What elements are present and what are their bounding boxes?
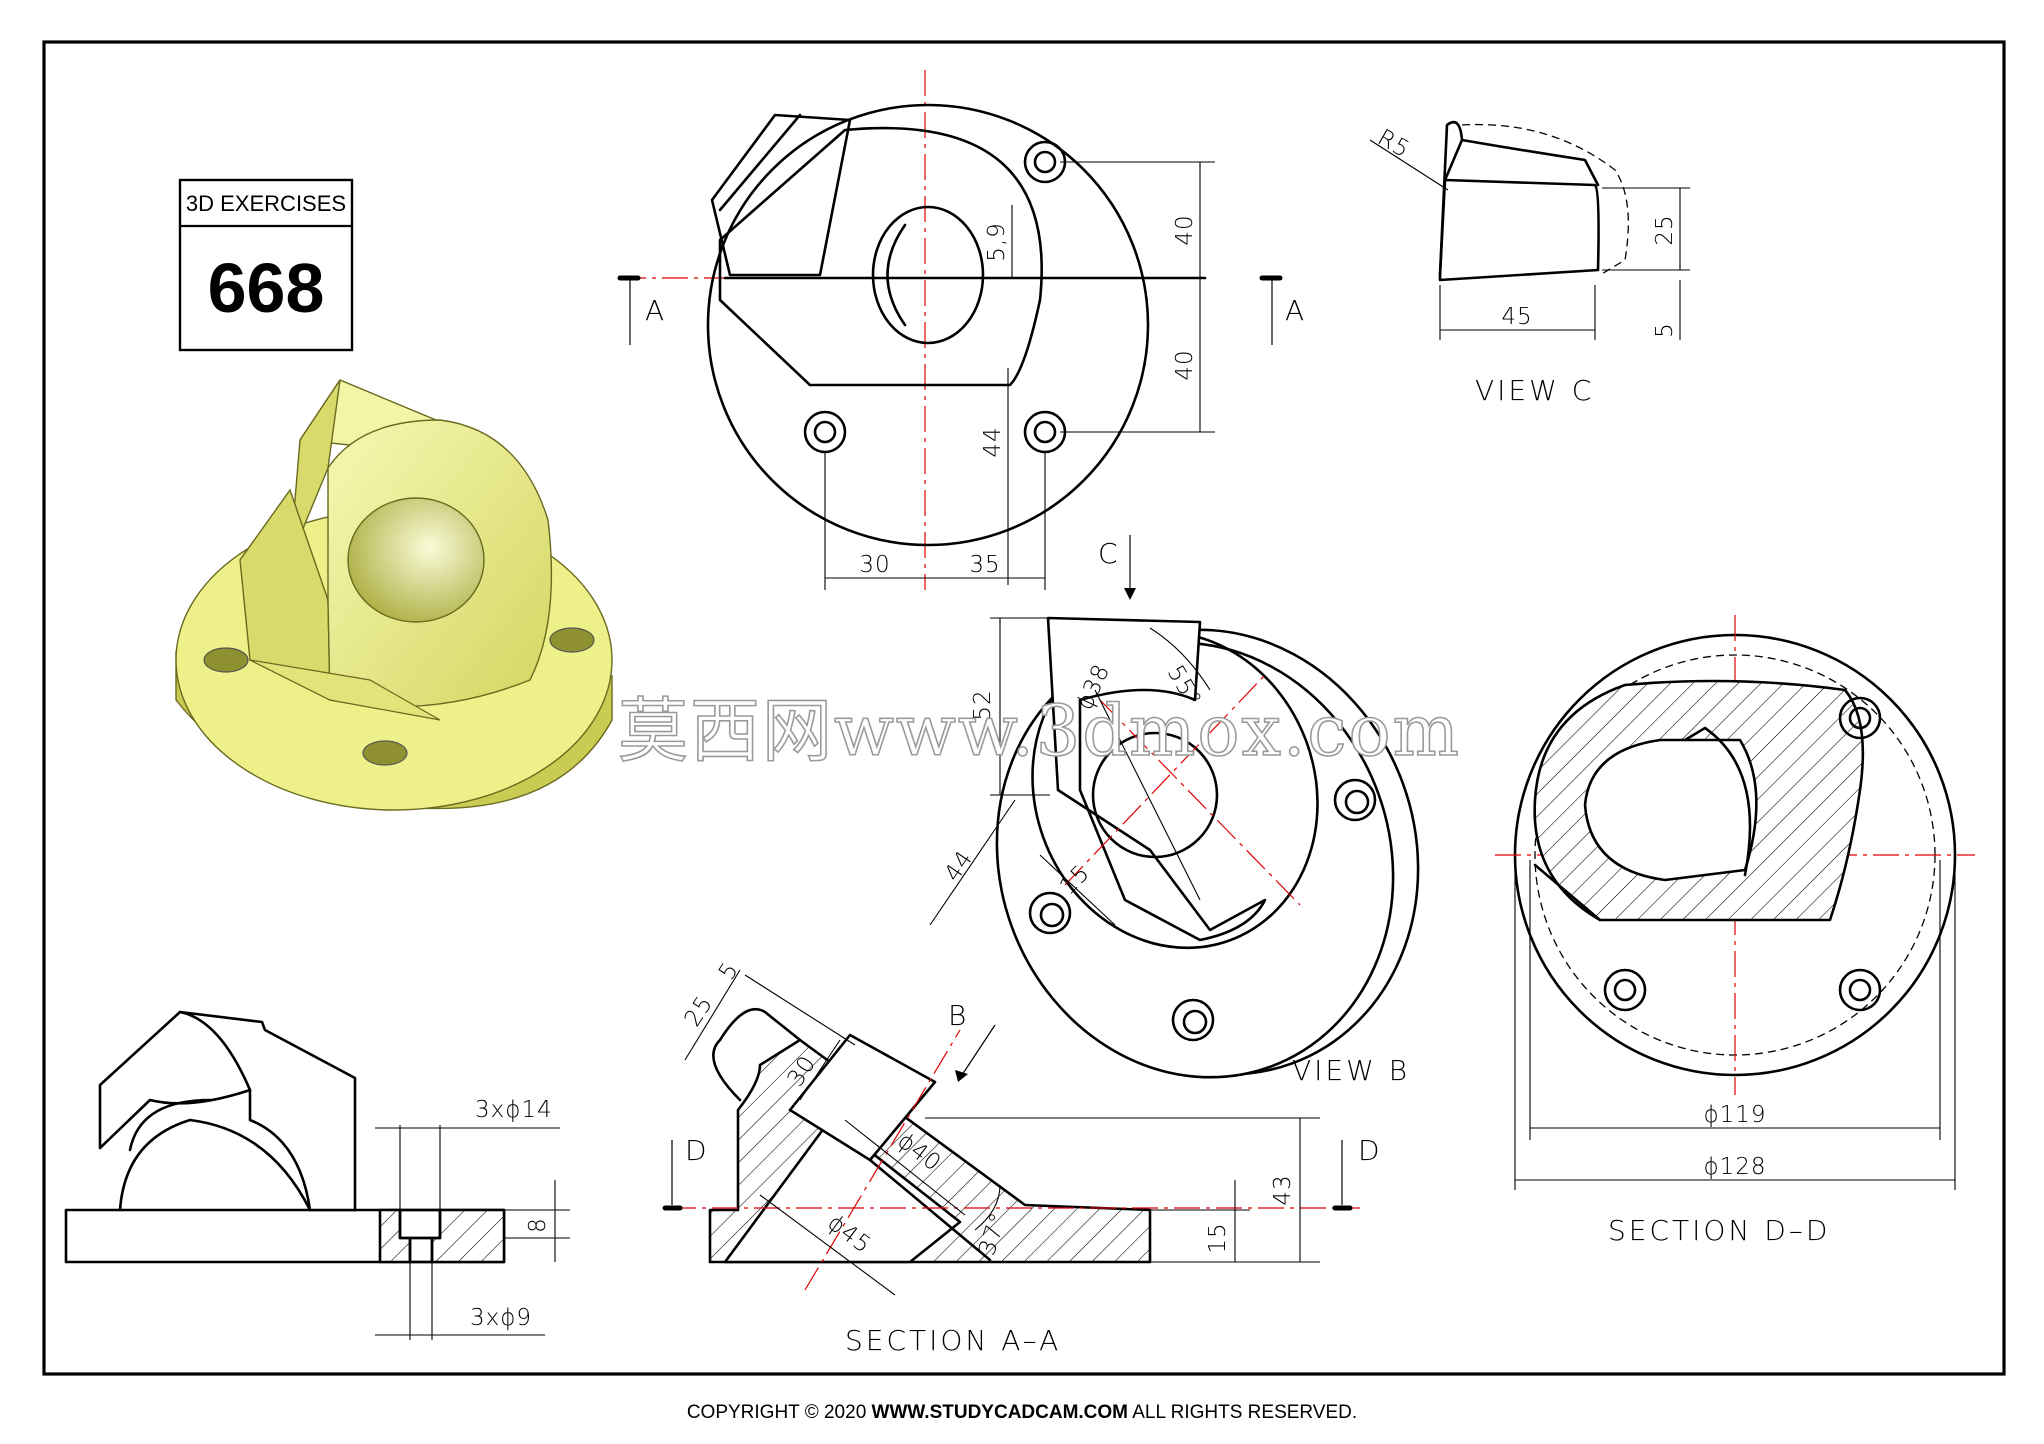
view-c: 25 5 45 R5 VIEW C C	[1098, 120, 1690, 600]
aa-dim-15: 15	[1205, 1222, 1231, 1253]
isometric-model	[175, 379, 613, 811]
side-dim-8: 8	[525, 1217, 551, 1233]
dim-40-upper: 40	[1172, 214, 1198, 245]
section-d-d-label: SECTION D–D	[1608, 1214, 1830, 1247]
view-b-dim-52: 52	[970, 689, 996, 720]
title-box-header: 3D EXERCISES	[186, 191, 346, 216]
copyright-suffix: ALL RIGHTS RESERVED.	[1128, 1402, 1357, 1423]
aa-dim-5: 5	[714, 958, 744, 985]
dim-5-9: 5,9	[984, 222, 1010, 262]
section-a-a-label: SECTION A–A	[845, 1324, 1061, 1357]
section-marker-a-right: A	[1285, 294, 1307, 327]
view-c-dim-45: 45	[1501, 304, 1532, 330]
model-bolt-hole	[203, 647, 249, 673]
aa-dim-43: 43	[1270, 1174, 1296, 1205]
section-marker-a-left: A	[645, 294, 667, 327]
copyright-site-link[interactable]: WWW.STUDYCADCAM.COM	[872, 1402, 1128, 1423]
view-c-label: VIEW C	[1475, 374, 1594, 407]
view-marker-b: B	[948, 999, 969, 1032]
model-bolt-hole	[549, 627, 595, 653]
section-marker-d-right: D	[1358, 1134, 1383, 1167]
drawing-frame	[42, 40, 2006, 1376]
model-bolt-hole	[362, 740, 408, 766]
view-b-dim-44: 44	[940, 846, 979, 886]
dim-35: 35	[969, 552, 1000, 578]
copyright-prefix: COPYRIGHT © 2020	[687, 1402, 872, 1423]
view-c-dim-r5: R5	[1373, 125, 1414, 164]
title-box: 3D EXERCISES 668	[178, 178, 354, 352]
side-view: 3xϕ14 3xϕ9 8	[64, 1010, 570, 1340]
view-c-dim-5: 5	[1652, 322, 1678, 338]
section-d-d: ϕ119 ϕ128 SECTION D–D	[1495, 615, 1975, 1247]
aa-dim-25: 25	[680, 991, 719, 1031]
side-dim-3x9: 3xϕ9	[470, 1305, 532, 1331]
watermark: 莫西网www.3dmox.com	[618, 690, 1461, 772]
dim-30: 30	[859, 552, 890, 578]
view-b-label: VIEW B	[1292, 1054, 1410, 1087]
dd-dim-dia128: ϕ128	[1703, 1154, 1766, 1180]
exercise-number: 668	[208, 249, 325, 327]
copyright-line: COPYRIGHT © 2020 WWW.STUDYCADCAM.COM ALL…	[687, 1402, 1357, 1423]
dim-40-lower: 40	[1172, 349, 1198, 380]
dim-44-top: 44	[980, 426, 1006, 457]
section-a-a: D D 43 15 25 5 30 ϕ40 ϕ45 37° SECTION A–…	[662, 958, 1383, 1357]
view-c-dim-25: 25	[1652, 214, 1678, 245]
dd-dim-dia119: ϕ119	[1703, 1102, 1766, 1128]
section-marker-d-left: D	[685, 1134, 710, 1167]
top-view: A A 40 40 5,9 44 30 35	[617, 70, 1307, 590]
view-b: 52 ϕ38 55° 44 15 VIEW B B	[929, 616, 1420, 1087]
side-dim-3x14: 3xϕ14	[475, 1097, 553, 1123]
view-marker-c: C	[1098, 537, 1121, 570]
